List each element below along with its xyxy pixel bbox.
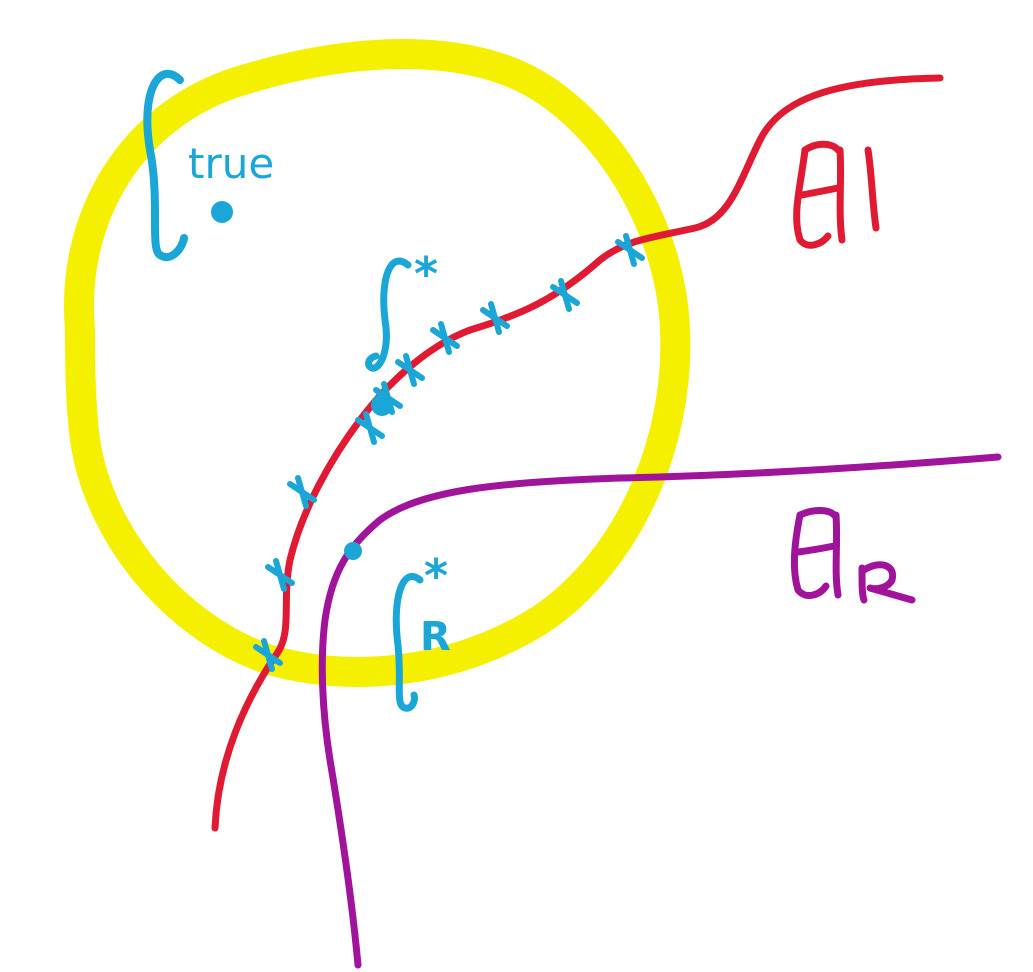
model-class-h-curve xyxy=(211,74,944,832)
class-h-label xyxy=(793,140,880,249)
sample-mark xyxy=(480,301,510,335)
f-true-group: true xyxy=(143,70,274,261)
f-r-star-asterisk: * xyxy=(424,549,448,603)
ball-region xyxy=(64,39,691,687)
sample-mark xyxy=(287,475,317,509)
f-true-point xyxy=(211,201,233,223)
f-r-star-subscript-r: R xyxy=(420,614,451,660)
sample-mark xyxy=(395,353,425,387)
sample-mark xyxy=(550,278,580,312)
sample-mark xyxy=(355,411,385,445)
sample-mark xyxy=(430,321,460,355)
f-r-star-point xyxy=(344,542,362,560)
f-true-integral-glyph xyxy=(143,70,188,261)
sample-marks-group xyxy=(253,233,645,672)
f-star-group: * xyxy=(365,247,438,416)
class-hr-label xyxy=(790,507,916,604)
f-star-point xyxy=(371,394,393,416)
f-star-integral-glyph xyxy=(365,257,412,372)
f-r-star-group: * R xyxy=(344,542,451,712)
sample-mark xyxy=(253,638,283,672)
sample-mark xyxy=(265,558,295,592)
sample-mark xyxy=(615,233,645,267)
f-r-star-integral-glyph xyxy=(392,573,424,712)
f-star-asterisk: * xyxy=(414,247,438,301)
model-class-hr-curve xyxy=(318,453,1002,969)
f-true-subscript-text: true xyxy=(188,139,274,188)
